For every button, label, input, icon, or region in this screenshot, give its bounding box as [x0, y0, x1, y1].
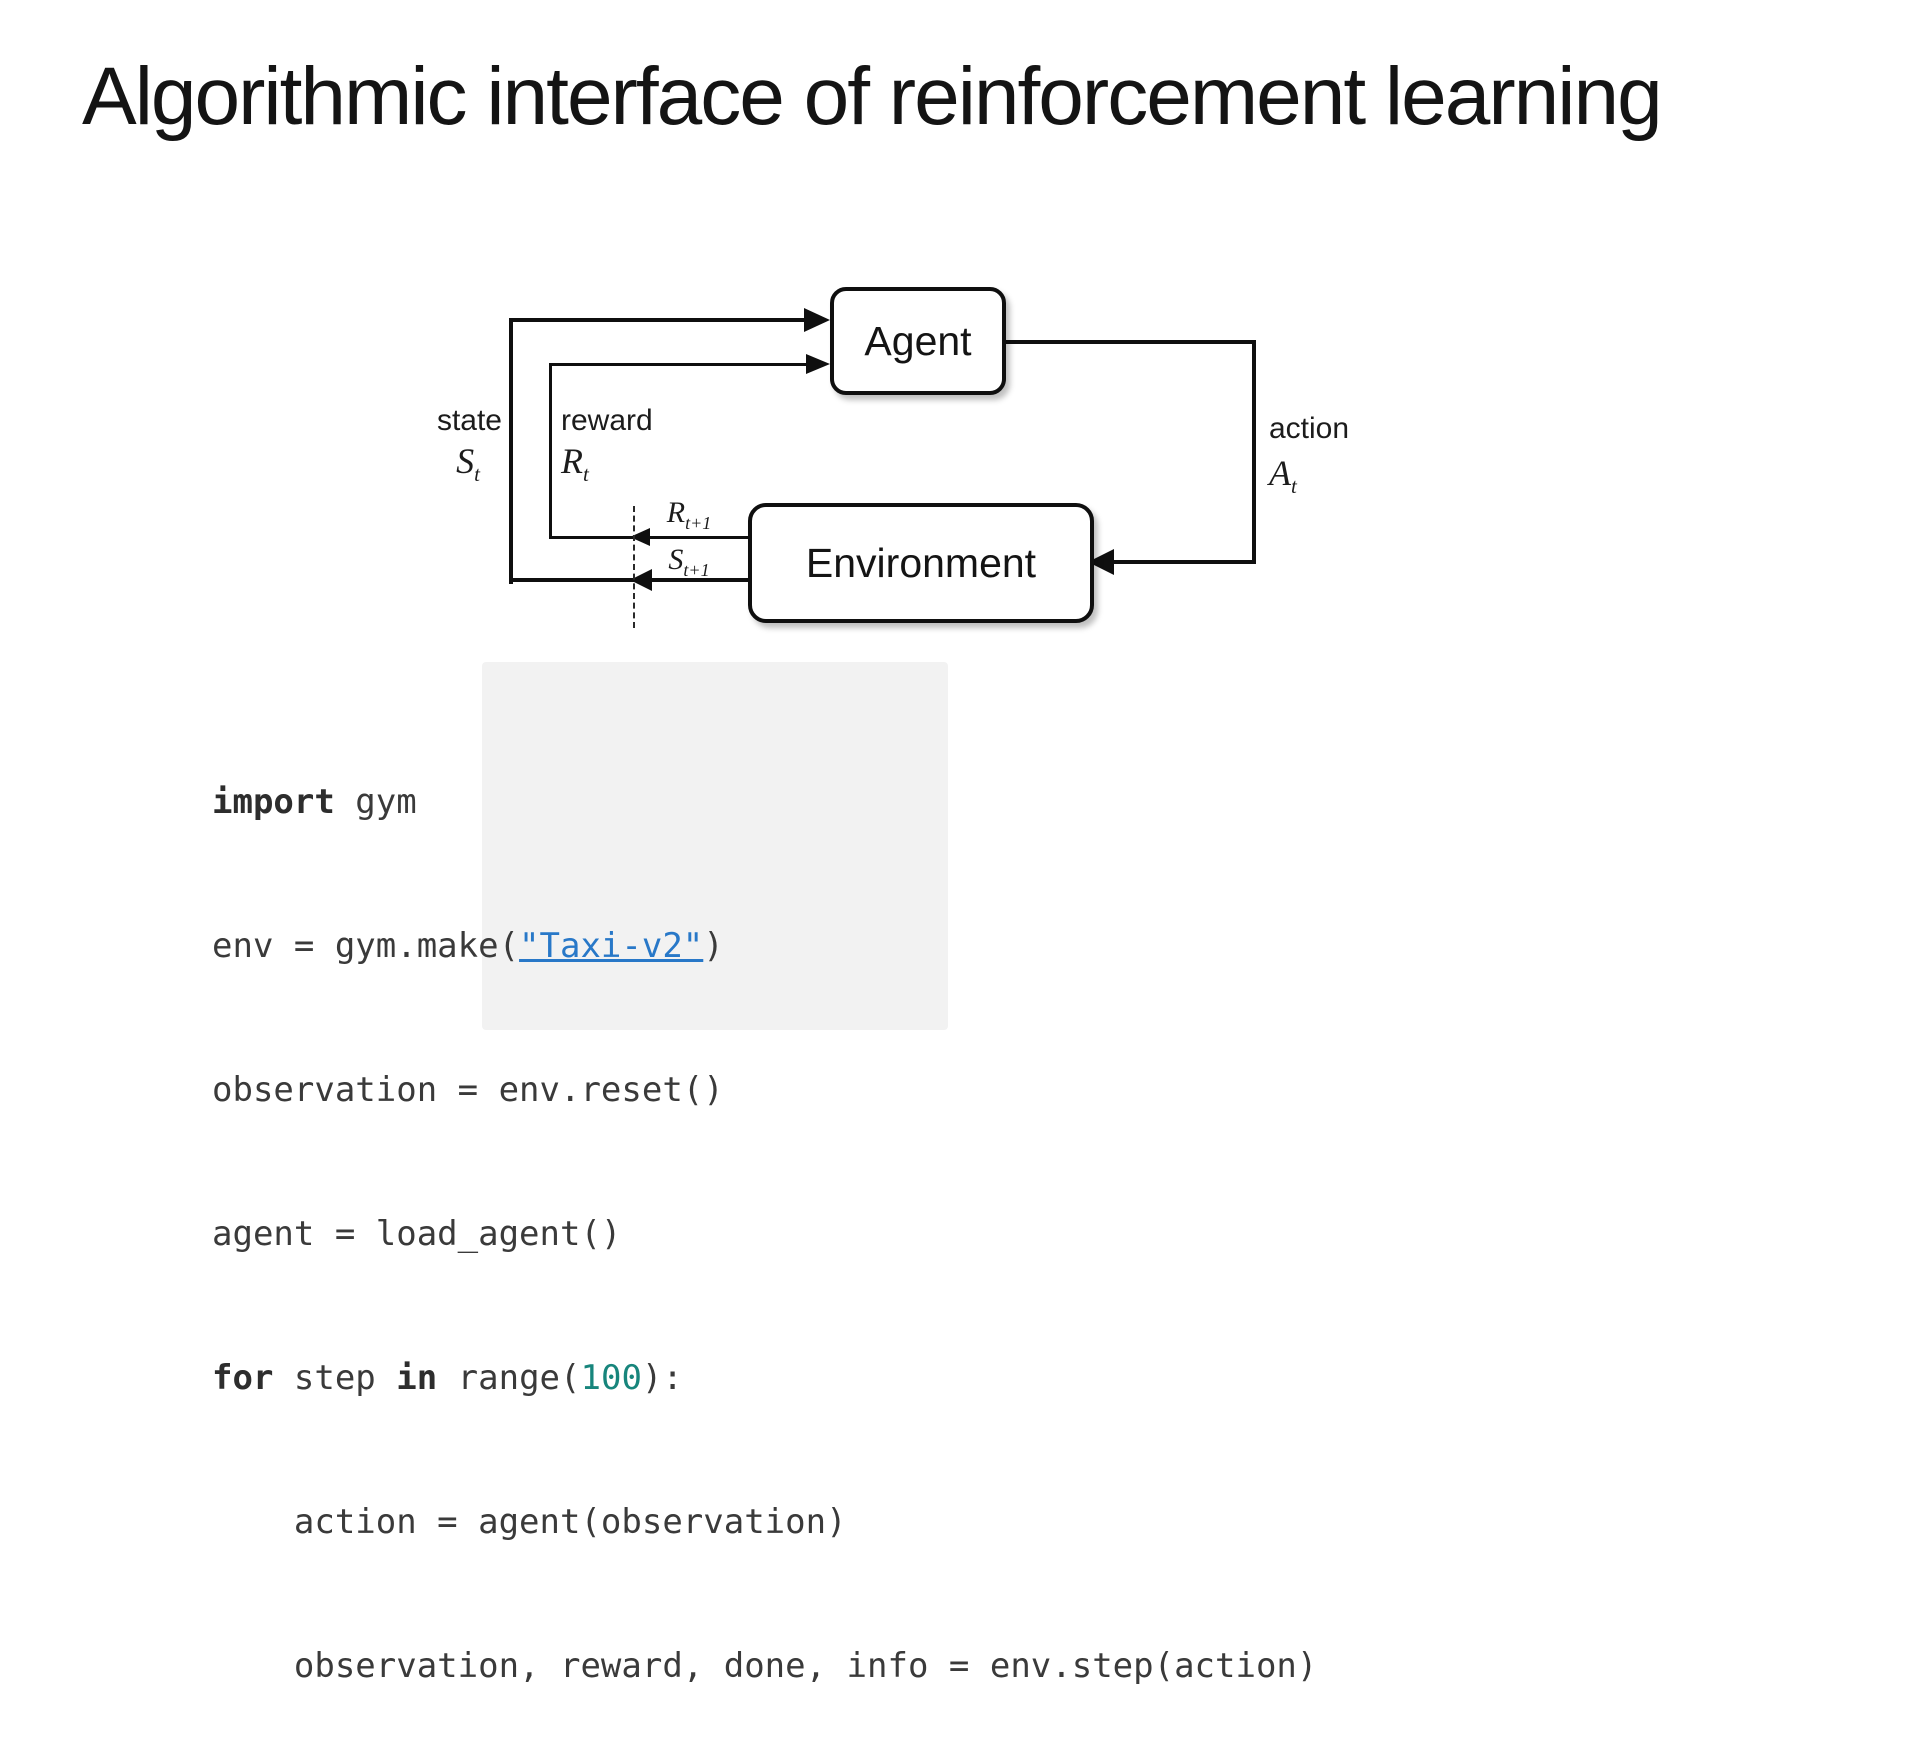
taxi-v2-link[interactable]: "Taxi-v2" — [519, 926, 704, 966]
timestep-boundary-dashed-line — [633, 506, 635, 628]
slide: { "slide": { "title": "Algorithmic inter… — [82, 51, 1663, 1686]
action-label: action — [1269, 412, 1350, 445]
reward-loop-left-line — [549, 363, 552, 539]
reward-next-symbol: Rt+1 — [666, 496, 712, 533]
environment-label: Environment — [805, 539, 1037, 586]
arrow-state-next-icon — [630, 569, 652, 591]
action-right-line — [1252, 340, 1256, 562]
keyword-import: import — [212, 782, 335, 822]
action-symbol: At — [1269, 453, 1297, 499]
state-loop-left-line — [509, 318, 513, 584]
code-line-import: import gym — [212, 782, 417, 822]
range-number: 100 — [580, 1358, 642, 1398]
code-block: import gym env = gym.make("Taxi-v2") obs… — [212, 682, 1317, 1738]
code-line-action: action = agent(observation) — [212, 1502, 847, 1542]
code-line-for-loop: for step in range(100): — [212, 1358, 683, 1398]
reward-label: reward — [561, 404, 653, 437]
state-label: state — [436, 404, 502, 437]
state-symbol: St — [456, 441, 480, 487]
keyword-in: in — [396, 1358, 438, 1398]
code-line-load-agent: agent = load_agent() — [212, 1214, 622, 1254]
arrow-state-into-agent-icon — [804, 308, 830, 332]
code-line-env-make: env = gym.make("Taxi-v2") — [212, 926, 724, 966]
state-next-line — [509, 578, 748, 582]
code-line-step: observation, reward, done, info = env.st… — [212, 1646, 1318, 1686]
environment-box: Environment — [748, 503, 1094, 623]
arrow-reward-next-icon — [630, 528, 650, 546]
reward-symbol: Rt — [561, 441, 589, 487]
agent-box: Agent — [830, 287, 1006, 395]
page-title: Algorithmic interface of reinforcement l… — [82, 51, 1663, 142]
state-loop-top-line — [509, 318, 808, 322]
agent-label: Agent — [864, 317, 972, 364]
background-artifact — [482, 662, 948, 1030]
agent-output-line — [998, 340, 1256, 344]
reward-loop-top-line — [549, 363, 808, 366]
action-bottom-line — [1112, 560, 1256, 564]
arrow-reward-into-agent-icon — [806, 354, 830, 374]
code-line-reset: observation = env.reset() — [212, 1070, 724, 1110]
state-next-symbol: St+1 — [668, 543, 710, 580]
keyword-for: for — [212, 1358, 274, 1398]
